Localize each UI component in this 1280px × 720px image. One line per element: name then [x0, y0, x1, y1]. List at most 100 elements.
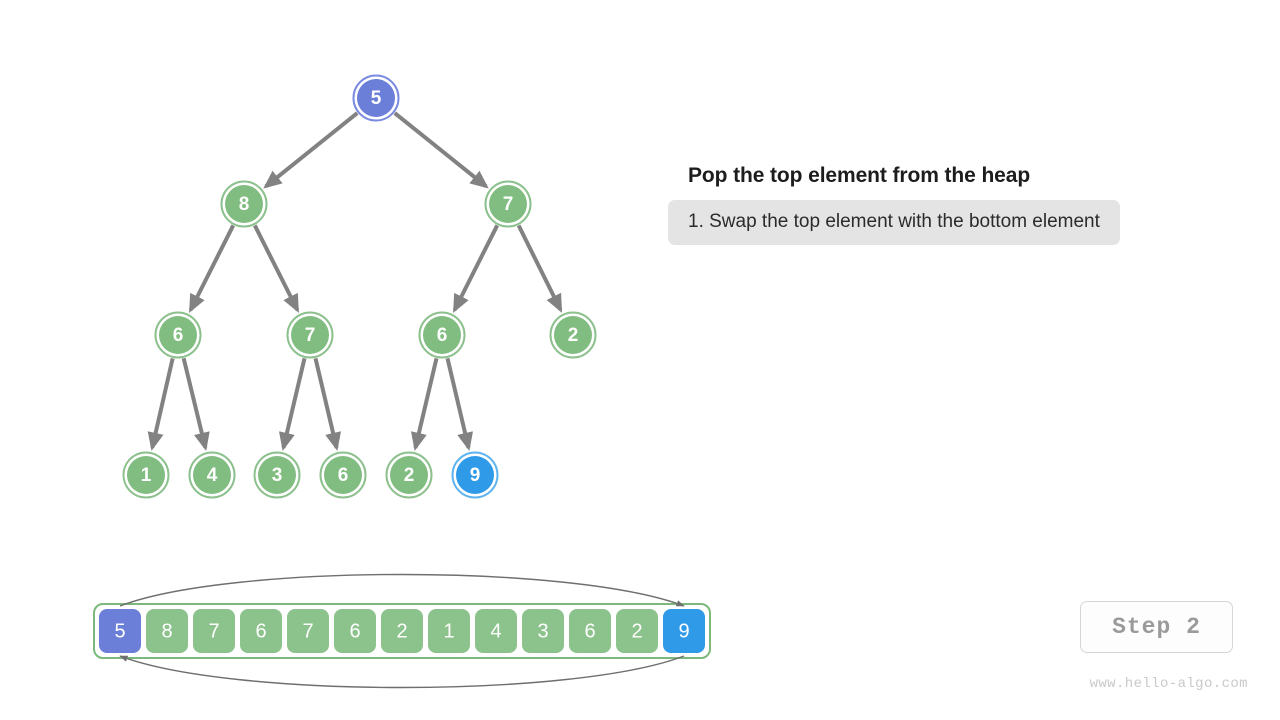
array-cell-rect: [287, 609, 329, 653]
tree-node-body: [456, 456, 494, 494]
tree-node: 6: [154, 311, 202, 359]
tree-node-ring: [220, 180, 268, 228]
step-badge: Step 2: [1080, 601, 1233, 653]
array-cell-label: 8: [161, 621, 172, 643]
tree-node-ring: [154, 311, 202, 359]
array-cell: 6: [334, 609, 376, 653]
tree-node-label: 5: [371, 88, 382, 109]
array-cell-rect: [240, 609, 282, 653]
tree-edge: [452, 224, 499, 313]
tree-node-ring: [385, 451, 433, 499]
array-cell: 7: [287, 609, 329, 653]
array-cell-label: 7: [302, 621, 313, 643]
array-cell-rect: [475, 609, 517, 653]
tree-node-label: 4: [207, 465, 218, 486]
array-cell: 6: [569, 609, 611, 653]
tree-node-label: 9: [470, 465, 481, 486]
array-cell-label: 1: [443, 621, 454, 643]
array-cell-label: 3: [537, 621, 548, 643]
page-title: Pop the top element from the heap: [688, 164, 1031, 187]
tree-node: 1: [122, 451, 170, 499]
tree-edge: [445, 357, 473, 451]
tree-node-body: [159, 316, 197, 354]
tree-node-label: 7: [503, 194, 514, 215]
array-outline: [93, 603, 711, 659]
tree-node-ring: [451, 451, 499, 499]
array-cell-label: 2: [631, 621, 642, 643]
tree-edge: [313, 357, 341, 451]
array-cell-rect: [616, 609, 658, 653]
tree-node-label: 6: [437, 325, 448, 346]
array-cell-label: 6: [584, 621, 595, 643]
array-cell: 8: [146, 609, 188, 653]
tree-node-label: 7: [305, 325, 316, 346]
tree-node-label: 6: [173, 325, 184, 346]
tree-edge: [411, 357, 439, 451]
array-cell-label: 6: [349, 621, 360, 643]
tree-node-body: [423, 316, 461, 354]
tree-node: 2: [549, 311, 597, 359]
array-cell: 5: [99, 609, 141, 653]
tree-node-ring: [352, 74, 400, 122]
tree-edge-group: [147, 111, 563, 452]
tree-node: 6: [418, 311, 466, 359]
tree-node-body: [324, 456, 362, 494]
swap-arrow-top: [119, 573, 685, 607]
tree-edge: [181, 357, 210, 452]
array-cell-rect: [569, 609, 611, 653]
tree-node: 8: [220, 180, 268, 228]
swap-arrow-bottom: [119, 655, 685, 689]
tree-node-body: [225, 185, 263, 223]
tree-node-body: [291, 316, 329, 354]
tree-node-body: [357, 79, 395, 117]
tree-edge: [263, 111, 359, 189]
tree-node-label: 2: [404, 465, 415, 486]
watermark: www.hello-algo.com: [1089, 676, 1248, 692]
tree-node: 9: [451, 451, 499, 499]
tree-node: 7: [286, 311, 334, 359]
array-cell: 4: [475, 609, 517, 653]
tree-node-label: 2: [568, 325, 579, 346]
tree-node-label: 8: [239, 194, 250, 215]
tree-node: 6: [319, 451, 367, 499]
array-cell-rect: [663, 609, 705, 653]
array-cell-label: 4: [490, 621, 501, 643]
tree-node-body: [258, 456, 296, 494]
array-cell: 3: [522, 609, 564, 653]
tree-edge: [516, 224, 563, 313]
tree-node-ring: [286, 311, 334, 359]
tree-node-body: [127, 456, 165, 494]
tree-node-ring: [484, 180, 532, 228]
tree-node: 7: [484, 180, 532, 228]
array-cell: 2: [616, 609, 658, 653]
tree-node-label: 3: [272, 465, 283, 486]
tree-node-body: [390, 456, 428, 494]
tree-node-ring: [418, 311, 466, 359]
tree-edge: [393, 111, 489, 189]
array-cell-rect: [522, 609, 564, 653]
tree-node-ring: [188, 451, 236, 499]
tree-edge: [147, 357, 175, 451]
tree-node: 3: [253, 451, 301, 499]
array-cell-rect: [381, 609, 423, 653]
array-cell-rect: [334, 609, 376, 653]
array-cell-label: 2: [396, 621, 407, 643]
tree-edge: [279, 357, 307, 451]
array-cell-label: 9: [678, 621, 689, 643]
step-instruction-callout: 1. Swap the top element with the bottom …: [668, 200, 1120, 245]
tree-node-group: 5 8 7 6 7 6 2 1 4 3 6 2 9: [122, 74, 597, 499]
array-cell: 6: [240, 609, 282, 653]
array-cell: 2: [381, 609, 423, 653]
tree-node: 4: [188, 451, 236, 499]
info-panel: Pop the top element from the heap 1. Swa…: [668, 164, 1248, 245]
tree-node-body: [193, 456, 231, 494]
tree-edge: [188, 224, 235, 313]
array-cell: 1: [428, 609, 470, 653]
tree-node-ring: [122, 451, 170, 499]
array-cell-label: 5: [114, 621, 125, 643]
array-cell-label: 6: [255, 621, 266, 643]
tree-node-label: 6: [338, 465, 349, 486]
array-cell-rect: [146, 609, 188, 653]
